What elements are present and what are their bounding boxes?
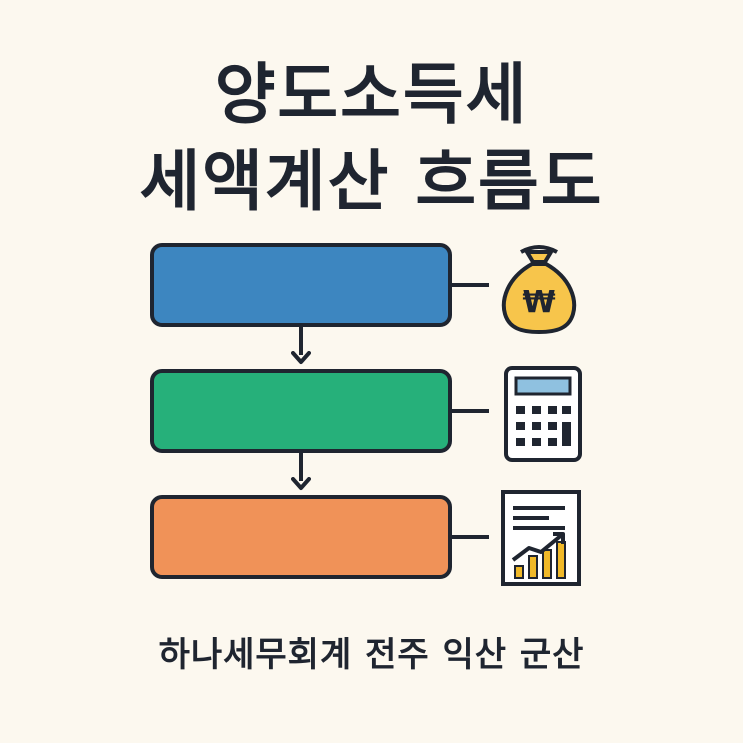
flow-box-2 [150, 369, 452, 453]
arrow-1-line [299, 327, 303, 355]
money-bag-won-icon: ₩ [501, 245, 577, 334]
connector-1 [452, 283, 489, 287]
calculator-icon [504, 366, 582, 462]
chart-report-icon [501, 490, 581, 586]
arrow-2-line [299, 453, 303, 481]
footer-text: 하나세무회계 전주 익산 군산 [158, 635, 585, 675]
title-line-2: 세액계산 흐름도 [139, 143, 604, 220]
arrow-2-head [291, 477, 311, 490]
connector-3 [452, 535, 489, 539]
arrow-1-head [291, 351, 311, 364]
flow-box-3 [150, 495, 452, 579]
connector-2 [452, 409, 489, 413]
flow-box-1 [150, 243, 452, 327]
won-symbol: ₩ [522, 285, 555, 320]
title-line-1: 양도소득세 [214, 56, 529, 133]
